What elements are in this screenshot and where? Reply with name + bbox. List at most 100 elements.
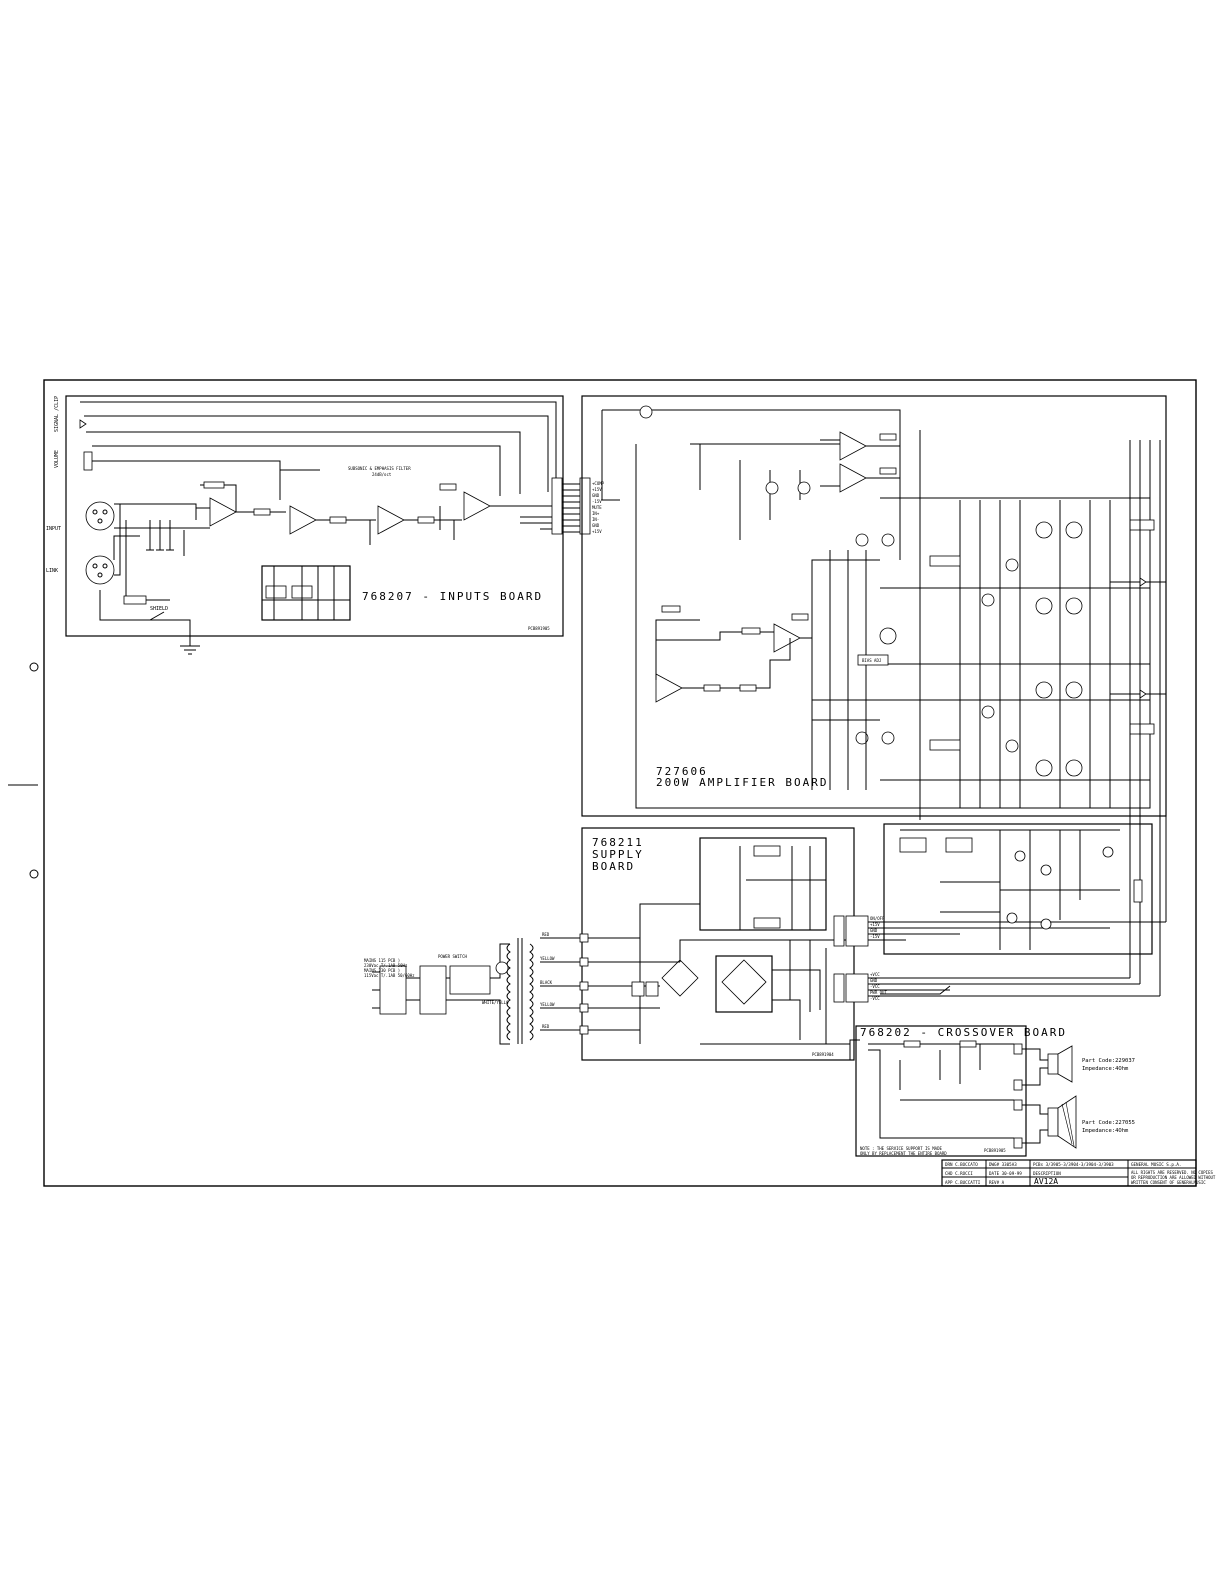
link-label: LINK	[46, 568, 58, 574]
wire	[114, 504, 121, 576]
input-label: INPUT	[46, 526, 61, 532]
regulator-ic2	[753, 917, 781, 929]
comparator-ic2b	[839, 463, 867, 493]
mains-plug	[372, 971, 380, 1009]
connector-cn3	[833, 973, 845, 1003]
tweeter-part-code: Part Code:229037	[1082, 1058, 1135, 1064]
opamp-ic1b	[655, 673, 683, 703]
wire	[92, 445, 501, 496]
transformer-core	[517, 938, 523, 1044]
resistor	[879, 467, 897, 475]
filter-block	[449, 965, 491, 995]
crossover-board-title: 768202 - CROSSOVER BOARD	[860, 1026, 1067, 1039]
wire	[113, 535, 140, 560]
tb-description-label: DESCRIPTION	[1033, 1171, 1061, 1176]
output-transistor	[1065, 681, 1083, 699]
wire	[635, 440, 1151, 809]
tb-rev: REV# A	[989, 1180, 1005, 1185]
tb-date: DATE 30-09-99	[989, 1171, 1022, 1176]
supply-pin-label: PWR OUT	[870, 990, 887, 995]
transformer-primary	[506, 943, 511, 1041]
pin-label: +15V	[592, 529, 602, 534]
capacitor	[631, 981, 645, 997]
thermal-fuse	[495, 961, 509, 975]
signal-clip-label: SIGNAL /CLIP	[54, 396, 60, 432]
output-transistor	[1065, 759, 1083, 777]
transistor	[1040, 918, 1052, 930]
resistor	[123, 595, 147, 605]
connector-cn2	[833, 915, 845, 947]
resistor	[879, 433, 897, 441]
resistor-array	[929, 739, 961, 751]
tb-company: GENERAL MUSIC S.p.A.	[1131, 1162, 1181, 1167]
inputs-board-title: 768207 - INPUTS BOARD	[362, 590, 543, 603]
output-transistor	[1035, 521, 1053, 539]
connector-p	[845, 973, 869, 1003]
tb-pcbs: PCBs 3/3905-3/3904-3/3904-3/3903	[1033, 1162, 1114, 1167]
title-block-grid	[941, 1159, 1197, 1187]
regulator-ic1	[753, 845, 781, 857]
transistor	[765, 481, 779, 495]
bridge-rectifier-kbpc25	[721, 959, 767, 1005]
connector-cn1	[579, 477, 591, 535]
supply-board-label: SUPPLY	[592, 848, 644, 861]
ribbon-cable	[562, 483, 580, 533]
resistor	[329, 516, 347, 524]
supply-pin-label: +VCC	[870, 972, 880, 977]
mains-label-4: 115Vac T/.1AB 50/60Hz	[364, 973, 415, 978]
resistor	[439, 483, 457, 491]
resistor	[661, 605, 681, 613]
bridge-frame	[715, 955, 773, 1013]
wire	[99, 590, 191, 646]
relay-switch	[880, 985, 951, 995]
amplifier-board-number: 727606	[656, 765, 708, 778]
transistor	[1014, 850, 1026, 862]
wire-color-yellow: YELLOW	[540, 956, 555, 961]
transistor	[855, 731, 869, 745]
power-switch	[419, 965, 447, 1015]
supply-board-number: 768211	[592, 836, 644, 849]
driver-transistor	[981, 593, 995, 607]
led-symbol	[79, 419, 87, 429]
transistor	[797, 481, 811, 495]
driver-transistor	[1005, 558, 1019, 572]
mains-label-1: MAINS 115 PCB )	[364, 958, 400, 963]
opamp-ic4	[377, 505, 405, 535]
filter-slope-label: 24dB/oct	[372, 472, 392, 477]
input-xlr-jack	[85, 501, 115, 531]
pin-label: GND	[592, 523, 600, 528]
wire-color-label: WHITE/YELLO	[482, 1000, 509, 1005]
opamp-ic2	[209, 497, 237, 527]
output-transistor	[1035, 759, 1053, 777]
resistor	[791, 613, 809, 621]
output-transistor	[1035, 597, 1053, 615]
supply-pin-label: ON/OFF	[870, 916, 885, 921]
link-xlr-jack	[85, 555, 115, 585]
capacitor	[645, 981, 659, 997]
service-note-2: ONLY BY REPLACEMENT THE ENTIRE BOARD	[860, 1151, 947, 1156]
power-switch-label: POWER SWITCH	[438, 954, 467, 959]
wire-color-red: RED	[542, 932, 550, 937]
pin-label: +15V	[592, 487, 602, 492]
resistor	[253, 508, 271, 516]
transistor	[881, 731, 895, 745]
mains-socket	[379, 965, 407, 1015]
relay-coil	[1133, 879, 1143, 903]
tb-checked: CHD C.ROCCI	[945, 1171, 973, 1176]
filter-label: SUBSONIC & EMPHASIS FILTER	[348, 466, 411, 471]
supply-board-code: PCB891904	[812, 1052, 834, 1057]
protection-circuit-outline	[883, 823, 1153, 955]
wire	[80, 401, 557, 490]
shield-label: SHIELD	[150, 606, 168, 612]
mains-label-3: MAINS 230 PCB )	[364, 968, 400, 973]
tb-rights-2: OR REPRODUCTION ARE ALLOWED WITHOUT	[1131, 1175, 1216, 1180]
resistor-array	[929, 555, 961, 567]
bias-transistor	[879, 627, 897, 645]
protection-ic	[945, 837, 973, 853]
volume-label: VOLUME	[54, 450, 60, 468]
opamp-ic1a	[773, 623, 801, 653]
driver-transistor	[981, 705, 995, 719]
output-transistor	[1065, 521, 1083, 539]
regulator-section	[699, 837, 827, 931]
wire	[86, 431, 521, 494]
